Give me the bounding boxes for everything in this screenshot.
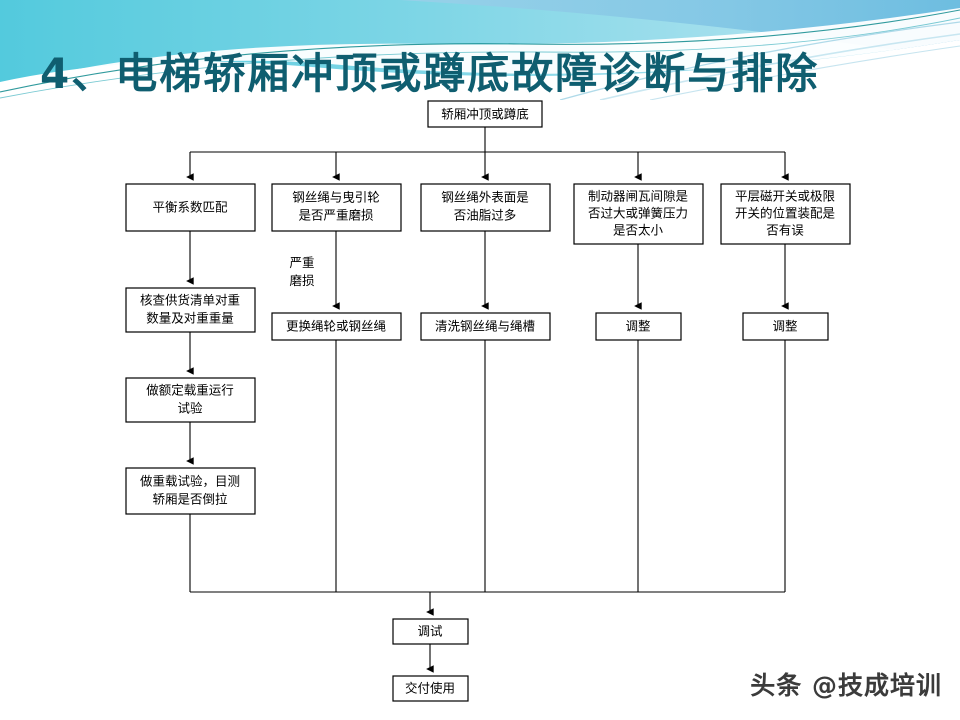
node-b1-step-3-label-a: 做重载试验，目测 (140, 474, 240, 489)
node-merge-1-label: 调试 (417, 624, 443, 639)
node-b2-step-1-label: 更换绳轮或钢丝绳 (286, 319, 386, 334)
node-b5-step-1: 调整 (742, 312, 829, 341)
node-b3-step-1-label: 清洗钢丝绳与绳槽 (435, 319, 535, 334)
node-b1-step-3-label-b: 轿厢是否倒拉 (152, 492, 228, 507)
node-b1-step-2-label-b: 试验 (177, 401, 203, 416)
node-cause-2-label-a: 钢丝绳与曳引轮 (292, 190, 380, 205)
edge-label-b2-b: 磨损 (289, 273, 315, 288)
node-b1-step-1: 核查供货清单对重 数量及对重重量 (125, 287, 256, 333)
node-b5-step-1-label: 调整 (772, 319, 798, 334)
node-cause-1-label: 平衡系数匹配 (152, 200, 228, 215)
node-cause-5: 平层磁开关或极限 开关的位置装配是 否有误 (720, 183, 851, 245)
edge-label-b2-a: 严重 (289, 255, 314, 270)
node-cause-4: 制动器闸瓦间隙是 否过大或弹簧压力 是否太小 (573, 183, 704, 245)
node-cause-5-label-b: 开关的位置装配是 (735, 206, 836, 221)
watermark: 头条 @技成培训 (750, 671, 942, 700)
node-b4-step-1: 调整 (595, 312, 682, 341)
node-cause-4-label-b: 否过大或弹簧压力 (588, 206, 688, 221)
node-b1-step-2: 做额定载重运行 试验 (125, 377, 256, 423)
node-merge-2: 交付使用 (392, 675, 469, 702)
node-b1-step-2-label-a: 做额定载重运行 (146, 383, 234, 398)
node-merge-2-label: 交付使用 (405, 681, 455, 696)
node-b1-step-1-label-a: 核查供货清单对重 (140, 293, 240, 308)
node-b1-step-3: 做重载试验，目测 轿厢是否倒拉 (125, 467, 256, 515)
node-cause-3: 钢丝绳外表面是 否油脂过多 (420, 183, 551, 232)
node-b4-step-1-label: 调整 (625, 319, 651, 334)
header-swoosh-graphic (0, 0, 960, 100)
node-cause-4-label-a: 制动器闸瓦间隙是 (588, 189, 689, 204)
node-cause-2: 钢丝绳与曳引轮 是否严重磨损 (271, 183, 402, 232)
header-decoration: 4、电梯轿厢冲顶或蹲底故障诊断与排除 (0, 0, 960, 100)
node-cause-3-label-a: 钢丝绳外表面是 (441, 190, 529, 205)
node-b1-step-1-label-b: 数量及对重重量 (146, 311, 234, 326)
node-cause-5-label-c: 否有误 (766, 223, 804, 238)
page-title: 4、电梯轿厢冲顶或蹲底故障诊断与排除 (40, 49, 820, 98)
node-merge-1: 调试 (392, 618, 469, 645)
node-cause-1: 平衡系数匹配 (125, 183, 256, 232)
node-start: 轿厢冲顶或蹲底 (427, 100, 543, 128)
node-cause-2-label-b: 是否严重磨损 (298, 208, 374, 223)
node-cause-5-label-a: 平层磁开关或极限 (735, 189, 836, 204)
node-cause-4-label-c: 是否太小 (613, 223, 664, 238)
node-cause-3-label-b: 否油脂过多 (454, 208, 517, 223)
node-b3-step-1: 清洗钢丝绳与绳槽 (420, 312, 551, 341)
node-start-label: 轿厢冲顶或蹲底 (441, 107, 529, 122)
node-b2-step-1: 更换绳轮或钢丝绳 (271, 312, 402, 341)
